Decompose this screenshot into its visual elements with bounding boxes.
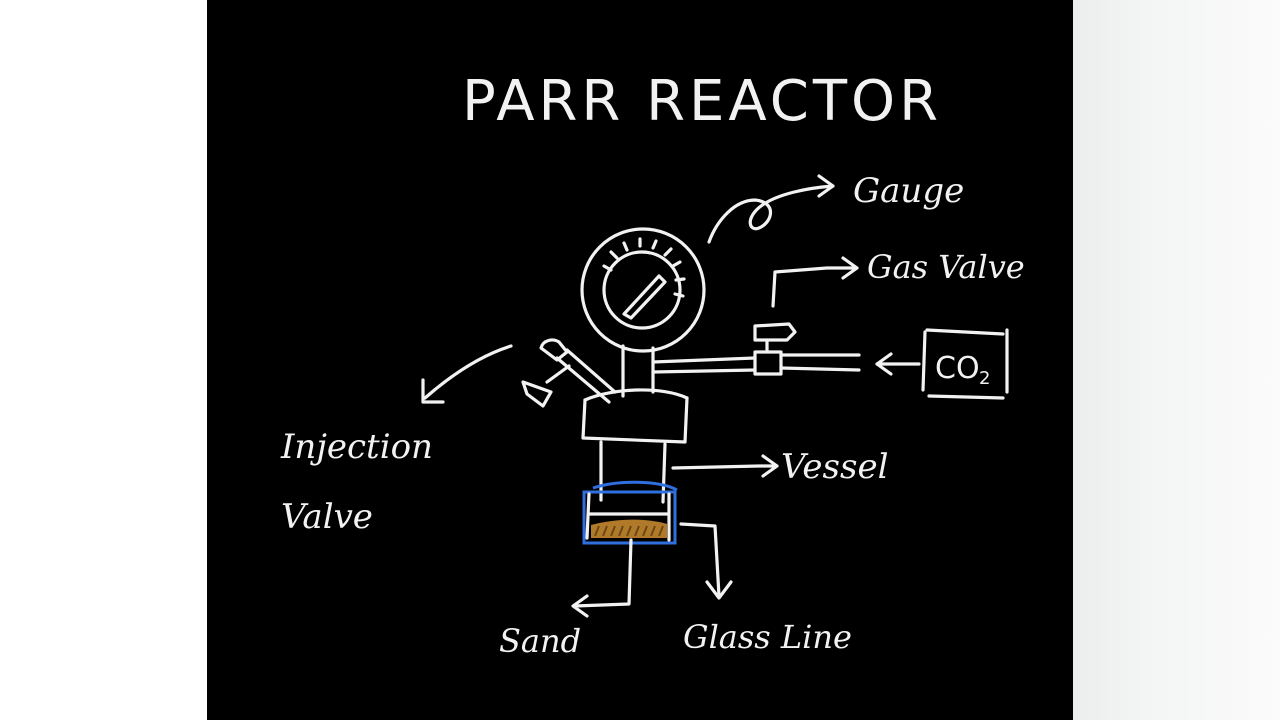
label-injection: Injection [280,427,433,467]
injection-arrow [421,344,513,404]
label-valve: Valve [281,497,373,537]
label-gas-valve: Gas Valve [867,248,1025,286]
label-vessel: Vessel [781,447,888,487]
label-gauge: Gauge [853,171,964,211]
gauge-arrow [707,174,835,244]
co2-subscript: 2 [979,368,990,389]
gas-valve [753,322,797,376]
gauge-stem [621,344,655,398]
label-sand: Sand [499,622,581,660]
gas-line [651,353,861,374]
injection-valve-handle [521,338,617,408]
co2-tank: CO 2 [921,328,1009,400]
right-margin [1073,0,1280,720]
reactor-head [581,388,689,444]
co2-arrow [875,352,921,376]
vessel-arrow [671,454,779,478]
sand-arrow [571,538,633,618]
label-glass-line: Glass Line [683,618,852,656]
gas-valve-arrow [771,256,859,308]
diagram-title: PARR REACTOR [462,69,942,134]
co2-label: CO [935,351,980,386]
glass-line-arrow [679,522,733,600]
gauge-dial [580,227,706,353]
sand-layer [591,519,667,538]
blackboard: PARR REACTOR [207,0,1073,720]
reactor-sketch: PARR REACTOR [280,69,1025,660]
